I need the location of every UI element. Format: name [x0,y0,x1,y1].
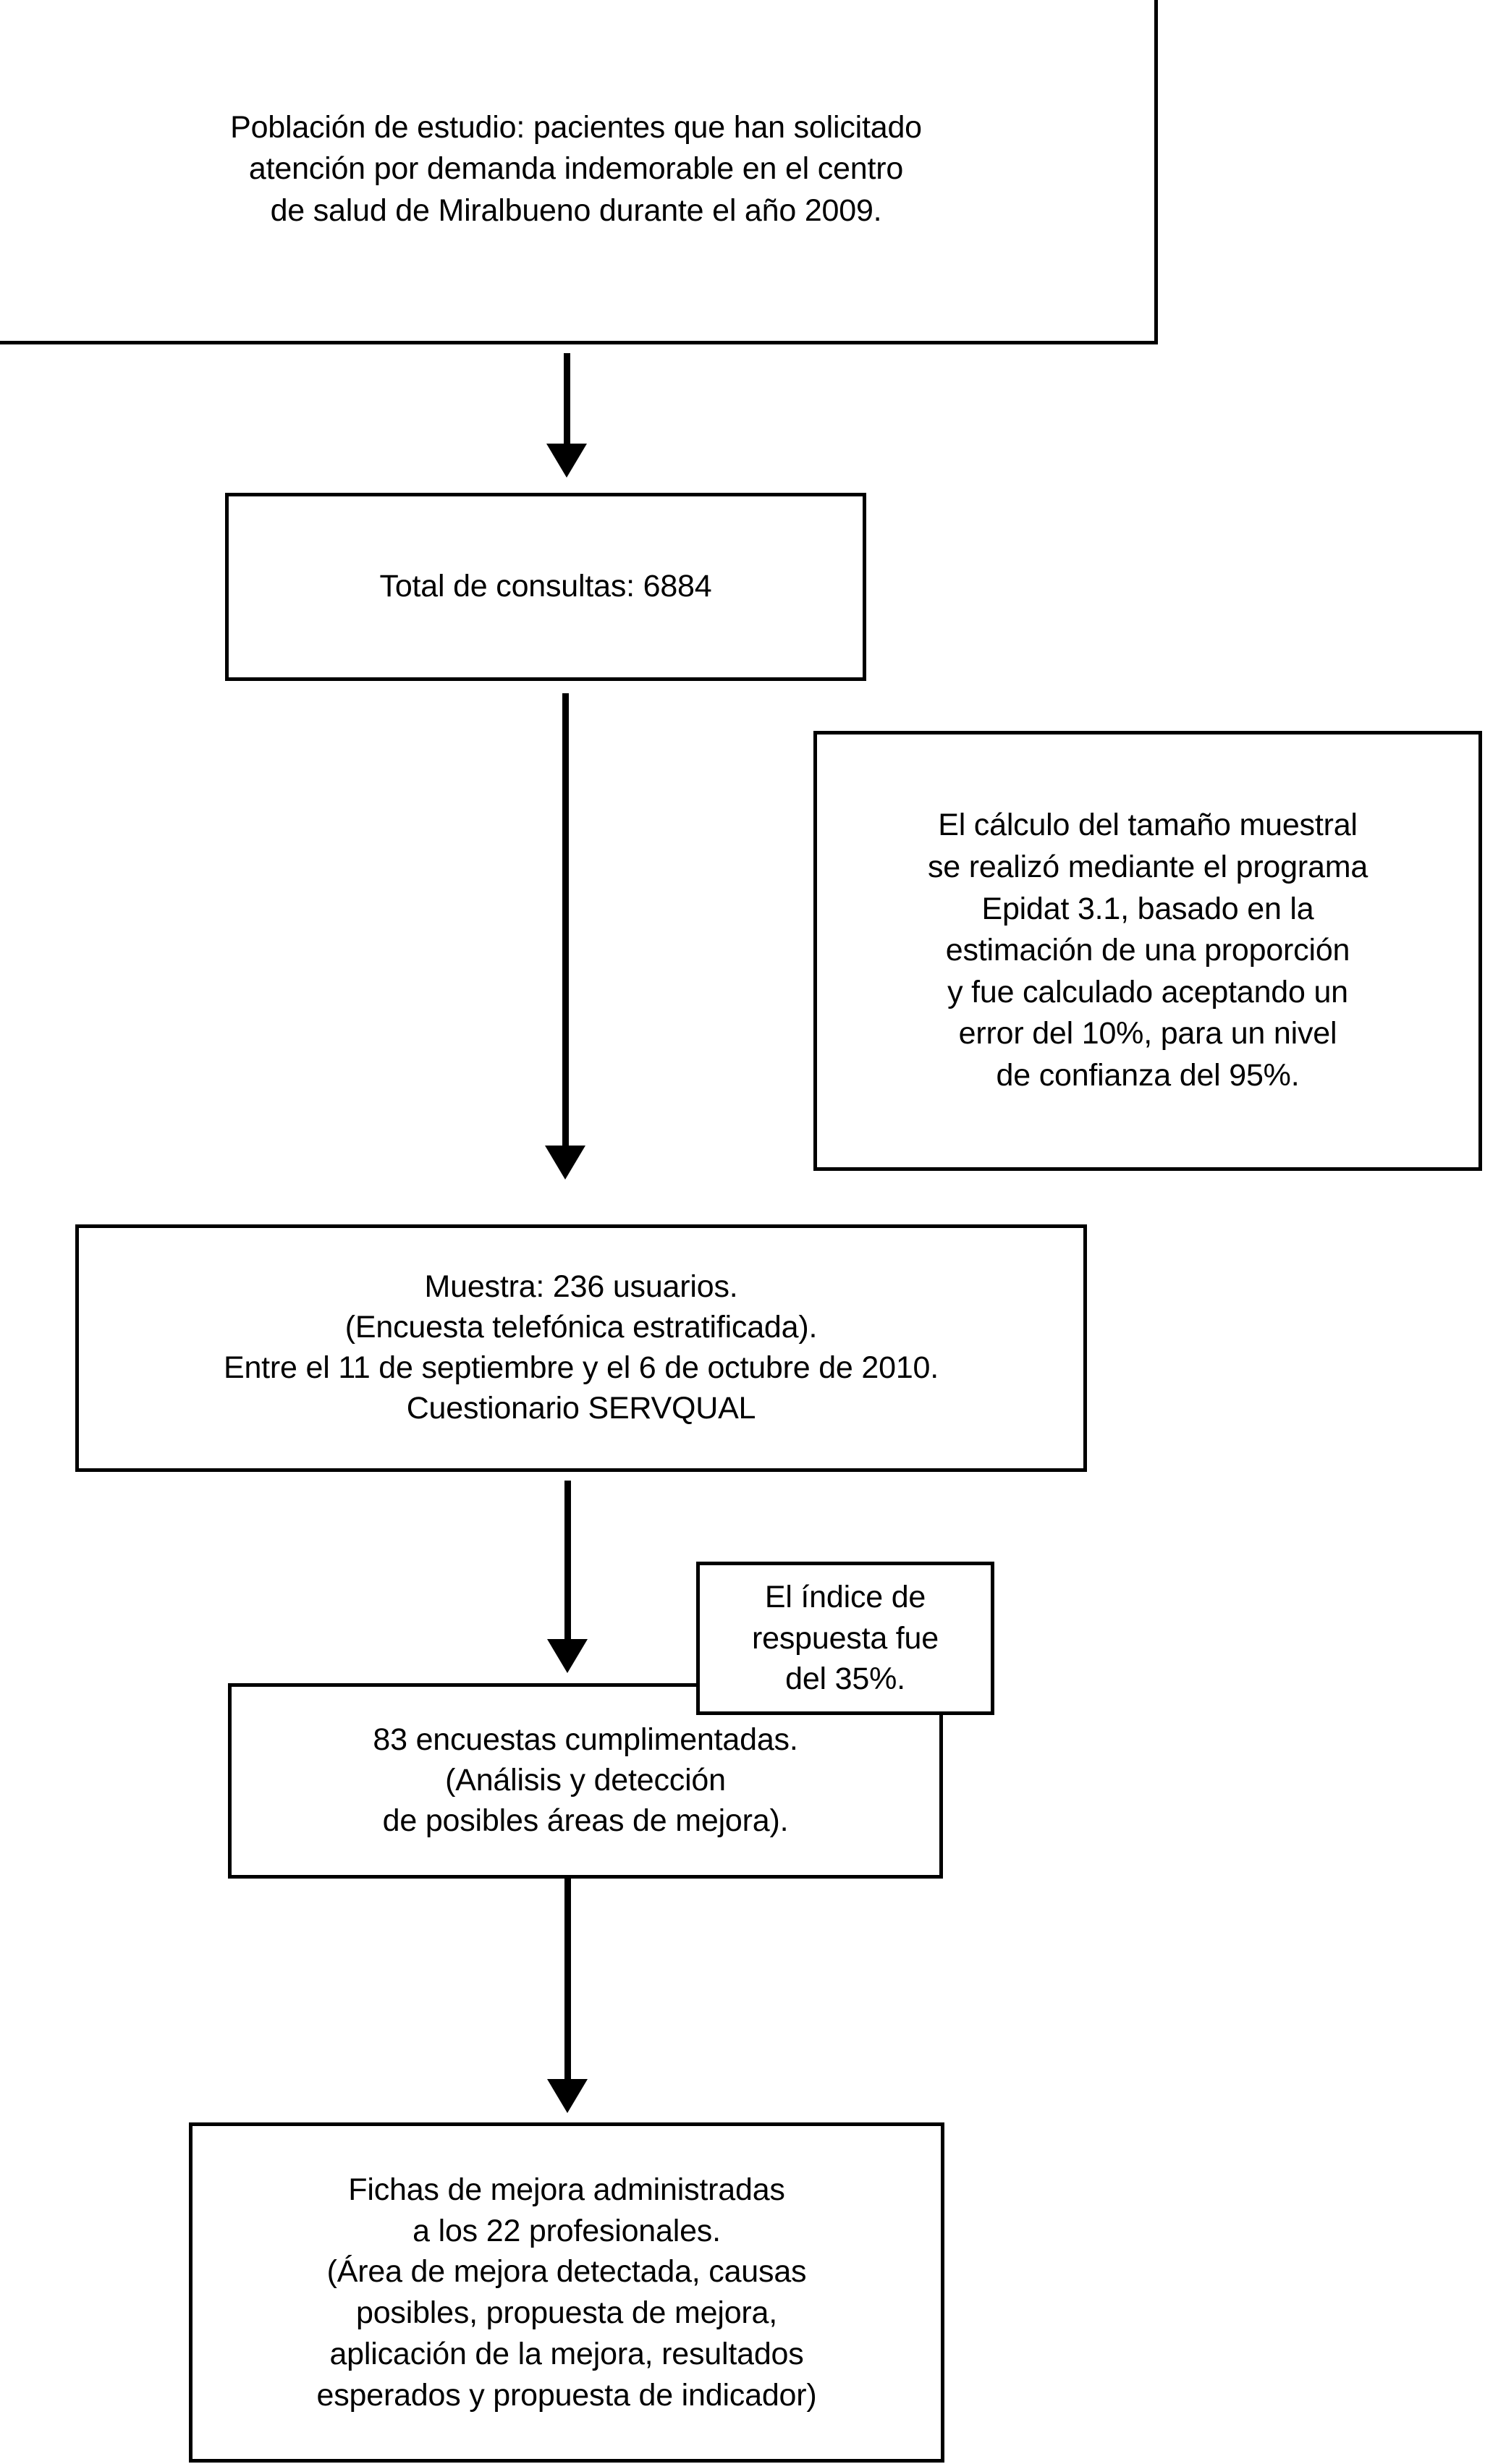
arrowhead-down-icon [547,2079,588,2113]
arrowhead-down-icon [545,1146,585,1180]
connector-muestra-to-encuestas [547,1481,588,1673]
node-muestra-label: Muestra: 236 usuarios. (Encuesta telefón… [223,1269,939,1426]
node-fichas-label: Fichas de mejora administradas a los 22 … [316,2172,817,2413]
node-encuestas-cumplimentadas: 83 encuestas cumplimentadas. (Análisis y… [228,1683,943,1879]
connector-shaft [562,693,569,1146]
node-total-de-consultas: Total de consultas: 6884 [225,493,866,681]
connector-shaft [564,1876,571,2079]
note-indice-label: El índice de respuesta fue del 35%. [752,1579,939,1697]
node-poblacion-label: Población de estudio: pacientes que han … [230,109,922,228]
node-total-label: Total de consultas: 6884 [379,569,712,604]
arrowhead-down-icon [546,444,587,478]
connector-total-to-muestra [545,693,585,1180]
connector-poblacion-to-total [546,353,587,478]
arrowhead-down-icon [547,1639,588,1673]
connector-shaft [564,1481,571,1639]
node-muestra: Muestra: 236 usuarios. (Encuesta telefón… [75,1224,1087,1472]
node-poblacion-de-estudio: Población de estudio: pacientes que han … [0,0,1158,344]
node-encuestas-label: 83 encuestas cumplimentadas. (Análisis y… [373,1722,798,1838]
note-indice-de-respuesta: El índice de respuesta fue del 35%. [696,1562,994,1715]
connector-encuestas-to-fichas [547,1876,588,2113]
note-calculo-tamano-muestral: El cálculo del tamaño muestral se realiz… [813,731,1482,1171]
note-calculo-label: El cálculo del tamaño muestral se realiz… [927,808,1368,1093]
connector-shaft [564,353,570,444]
node-fichas-de-mejora: Fichas de mejora administradas a los 22 … [189,2122,944,2463]
